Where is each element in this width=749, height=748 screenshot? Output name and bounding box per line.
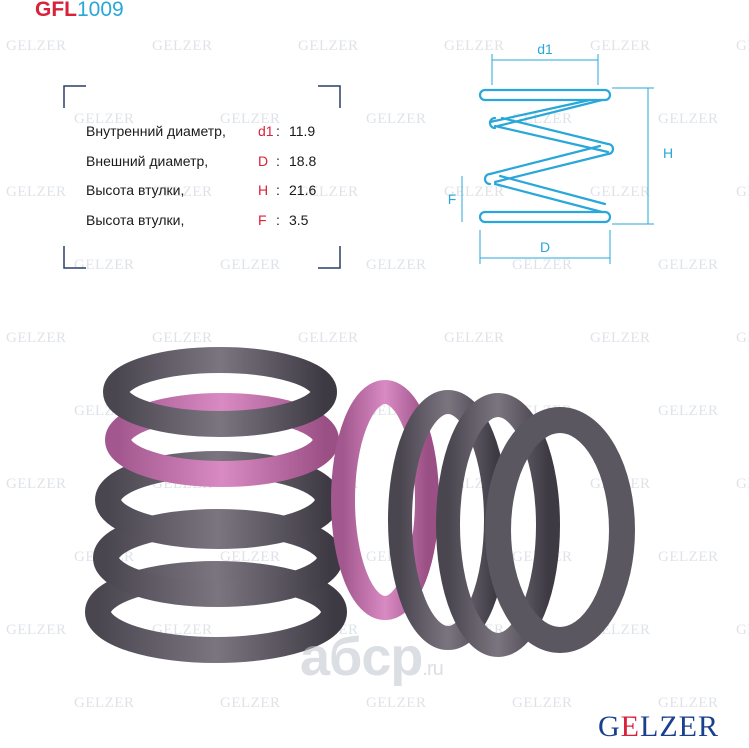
watermark-text: GELZER	[152, 184, 213, 200]
spec-label: Высота втулки,	[86, 182, 185, 198]
watermark-text: GELZER	[444, 184, 505, 200]
watermark-text: GELZER	[658, 403, 719, 419]
right-spring	[331, 380, 635, 657]
watermark-text: GELZER	[220, 695, 281, 711]
spec-value: 21.6	[289, 182, 317, 198]
watermark-text: GELZER	[512, 695, 573, 711]
watermark-text: GELZER	[366, 257, 427, 273]
watermark-text: GELZER	[6, 38, 67, 54]
spec-symbol: d1	[258, 123, 274, 139]
watermark-text: GELZER	[736, 38, 749, 54]
spring-diagram: d1 D H F	[448, 41, 673, 264]
watermark-text: GELZER	[444, 330, 505, 346]
watermark-text: GELZER	[74, 111, 135, 127]
spec-colon: :	[276, 182, 280, 198]
watermark-text: GELZER	[152, 38, 213, 54]
watermark-text: GELZER	[298, 184, 359, 200]
spec-symbol: F	[258, 212, 267, 228]
spec-label: Высота втулки,	[86, 212, 185, 228]
spec-value: 18.8	[289, 153, 317, 169]
marketplace-domain: .ru	[422, 658, 443, 680]
watermark-text: GELZER	[298, 330, 359, 346]
watermark-text: GELZER	[736, 476, 749, 492]
left-spring	[85, 347, 347, 663]
watermark-text: GELZER	[512, 257, 573, 273]
spec-label: Внешний диаметр,	[86, 153, 209, 169]
diagram-label-d1: d1	[537, 41, 553, 57]
watermark-text: GELZER	[220, 549, 281, 565]
watermark-text: GELZER	[6, 330, 67, 346]
watermark-text: GELZER	[74, 695, 135, 711]
diagram-label-f: F	[448, 191, 457, 207]
spec-value: 3.5	[289, 212, 309, 228]
brand-logo: GELZER	[598, 710, 719, 744]
diagram-label-h: H	[663, 145, 673, 161]
watermark-text: GELZER	[444, 38, 505, 54]
brand-letter-g: G	[598, 710, 621, 743]
spec-colon: :	[276, 212, 280, 228]
watermark-text: GELZER	[658, 111, 719, 127]
marketplace-watermark: aбcp.ru	[300, 626, 444, 688]
watermark-text: GELZER	[590, 38, 651, 54]
watermark-text: GELZER	[590, 330, 651, 346]
watermark-text: GELZER	[590, 184, 651, 200]
product-code-prefix: GFL	[35, 0, 77, 21]
spec-colon: :	[276, 123, 280, 139]
product-code: GFL1009	[35, 0, 124, 22]
product-code-number: 1009	[77, 0, 124, 21]
watermark-text: GELZER	[366, 695, 427, 711]
watermark-text: GELZER	[736, 184, 749, 200]
watermark-text: GELZER	[74, 257, 135, 273]
marketplace-name: aбcp	[300, 627, 423, 687]
watermark-text: GELZER	[366, 111, 427, 127]
spec-label: Внутренний диаметр,	[86, 123, 226, 139]
spec-value: 11.9	[289, 123, 316, 139]
watermark-text: GELZER	[152, 330, 213, 346]
watermark-text: GELZER	[658, 549, 719, 565]
diagram-label-d: D	[540, 239, 550, 255]
spec-symbol: H	[258, 182, 269, 198]
watermark-text: GELZER	[220, 257, 281, 273]
watermark-text: GELZER	[736, 622, 749, 638]
watermark-text: GELZER	[6, 184, 67, 200]
watermark-text: GELZER	[6, 476, 67, 492]
brand-letters-rest: LZER	[640, 710, 719, 743]
brand-letter-e: E	[620, 710, 640, 743]
watermark-text: GELZER	[6, 622, 67, 638]
watermark-text: GELZER	[658, 257, 719, 273]
watermark-text: GELZER	[298, 38, 359, 54]
spec-symbol: D	[258, 153, 269, 169]
watermark-text: GELZER	[220, 111, 281, 127]
watermark-text: GELZER	[658, 695, 719, 711]
spec-colon: :	[276, 153, 280, 169]
watermark-text: GELZER	[736, 330, 749, 346]
